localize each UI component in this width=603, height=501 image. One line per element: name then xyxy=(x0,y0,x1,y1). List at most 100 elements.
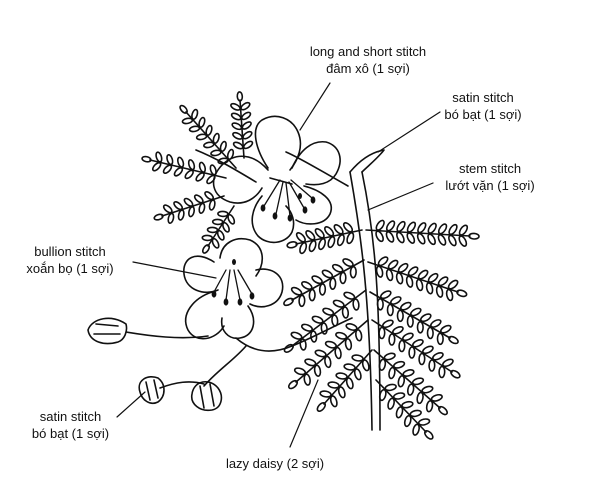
lazy-daisy-leaflet xyxy=(179,104,188,114)
label-stem-stitch: stem stitch lướt vặn (1 sợi) xyxy=(425,160,555,194)
lazy-daisy-leaflet xyxy=(437,223,448,235)
lazy-daisy-leaflet xyxy=(193,194,204,204)
lazy-daisy-leaflet xyxy=(183,197,194,207)
frond-rib xyxy=(369,291,451,339)
lazy-daisy-leaflet xyxy=(375,265,384,278)
lazy-daisy-leaflet xyxy=(406,221,417,233)
lazy-daisy-leaflet xyxy=(409,409,422,418)
lazy-daisy-leaflet xyxy=(232,131,243,140)
lazy-daisy-leaflet xyxy=(308,240,317,253)
lazy-daisy-leaflet xyxy=(423,430,434,440)
lazy-daisy-leaflet xyxy=(395,406,404,419)
lazy-daisy-leaflet xyxy=(331,263,344,273)
lazy-daisy-leaflet xyxy=(382,319,394,329)
lazy-daisy-leaflet xyxy=(311,275,323,285)
lazy-daisy-leaflet xyxy=(201,244,211,254)
lazy-daisy-leaflet xyxy=(352,298,360,311)
frond-rib xyxy=(161,195,225,217)
lazy-daisy-leaflet xyxy=(286,241,298,249)
lazy-daisy-leaflet xyxy=(329,277,337,290)
lazy-daisy-leaflet xyxy=(187,159,196,171)
lazy-daisy-leaflet xyxy=(385,231,395,243)
frond-rib xyxy=(371,319,453,373)
lazy-daisy-leaflet xyxy=(301,281,313,290)
lazy-daisy-leaflet xyxy=(427,222,437,234)
lazy-daisy-leaflet xyxy=(430,319,442,328)
lazy-daisy-leaflet xyxy=(375,219,385,231)
lazy-daisy-leaflet xyxy=(448,234,457,247)
leader-lines xyxy=(116,82,441,448)
lazy-daisy-leaflet xyxy=(240,111,252,121)
lazy-daisy-leaflet xyxy=(153,213,164,221)
lazy-daisy-leaflet xyxy=(412,339,424,348)
lazy-daisy-leaflet xyxy=(418,352,426,366)
lazy-daisy-leaflet xyxy=(392,326,404,335)
lazy-daisy-leaflet xyxy=(417,418,431,426)
lazy-daisy-leaflet xyxy=(402,369,415,377)
lazy-daisy-leaflet xyxy=(387,259,399,270)
lazy-daisy-leaflet xyxy=(397,262,409,273)
lazy-daisy-leaflet xyxy=(410,307,422,317)
lazy-daisy-leaflet xyxy=(162,204,173,214)
label-long-short-vi: đâm xô (1 sợi) xyxy=(326,61,410,76)
lazy-daisy-leaflet xyxy=(293,367,307,376)
lazy-daisy-leaflet xyxy=(177,209,185,221)
lazy-daisy-leaflet xyxy=(437,234,447,246)
lazy-daisy-leaflet xyxy=(388,333,396,346)
lazy-daisy-leaflet xyxy=(191,108,199,121)
lazy-daisy-leaflet xyxy=(318,283,327,296)
lazy-daisy-leaflet xyxy=(384,383,397,392)
lazy-daisy-leaflet xyxy=(232,141,244,150)
lazy-daisy-leaflet xyxy=(198,116,206,129)
frond-rib xyxy=(239,99,245,159)
lazy-daisy-leaflet xyxy=(445,288,454,302)
lazy-daisy-leaflet xyxy=(361,359,370,372)
lazy-daisy-leaflet xyxy=(386,303,394,317)
lazy-daisy-leaflet xyxy=(314,349,327,358)
lower-flower xyxy=(183,238,284,340)
lazy-daisy-leaflet xyxy=(332,299,345,308)
lazy-daisy-leaflet xyxy=(211,237,220,249)
lazy-daisy-leaflet xyxy=(342,258,354,268)
lazy-daisy-leaflet xyxy=(339,271,347,285)
lazy-daisy-leaflet xyxy=(290,286,303,296)
label-satin-top-en: satin stitch xyxy=(452,90,514,105)
lazy-daisy-leaflet xyxy=(314,228,325,239)
lazy-daisy-leaflet xyxy=(412,423,420,436)
fern-leaves xyxy=(141,91,480,440)
lazy-daisy-leaflet xyxy=(426,326,434,340)
lazy-daisy-leaflet xyxy=(406,383,415,396)
lazy-daisy-leaflet xyxy=(204,191,215,201)
lazy-daisy-leaflet xyxy=(188,125,201,133)
lazy-daisy-leaflet xyxy=(402,332,414,342)
lazy-daisy-leaflet xyxy=(398,339,406,353)
lazy-daisy-leaflet xyxy=(345,377,354,390)
lazy-daisy-leaflet xyxy=(324,355,332,369)
lazy-daisy-leaflet xyxy=(283,297,294,307)
lazy-daisy-leaflet xyxy=(203,141,215,149)
lazy-daisy-leaflet xyxy=(322,307,335,316)
lazy-daisy-leaflet xyxy=(208,199,216,211)
lazy-daisy-leaflet xyxy=(295,232,306,243)
lazy-daisy-leaflet xyxy=(396,220,406,233)
lazy-daisy-leaflet xyxy=(450,369,461,379)
label-stem-en: stem stitch xyxy=(458,161,522,176)
lazy-daisy-leaflet xyxy=(303,373,311,386)
lazy-daisy-leaflet xyxy=(406,232,416,244)
lazy-daisy-leaflet xyxy=(212,132,220,145)
lazy-daisy-leaflet xyxy=(300,323,314,332)
lazy-daisy-leaflet xyxy=(337,386,346,399)
lazy-daisy-leaflet xyxy=(349,265,357,279)
lazy-daisy-leaflet xyxy=(380,290,392,300)
lazy-daisy-leaflet xyxy=(195,133,208,141)
lazy-daisy-leaflet xyxy=(210,149,222,157)
main-stem xyxy=(349,149,385,431)
lazy-daisy-leaflet xyxy=(416,232,426,245)
label-satin-top-vi: bó bạt (1 sợi) xyxy=(444,107,522,122)
lazy-daisy-leaflet xyxy=(396,309,404,323)
lazy-daisy-leaflet xyxy=(206,226,219,234)
lazy-daisy-leaflet xyxy=(318,238,326,251)
lazy-daisy-leaflet xyxy=(377,256,389,267)
lazy-daisy-leaflet xyxy=(316,402,327,412)
